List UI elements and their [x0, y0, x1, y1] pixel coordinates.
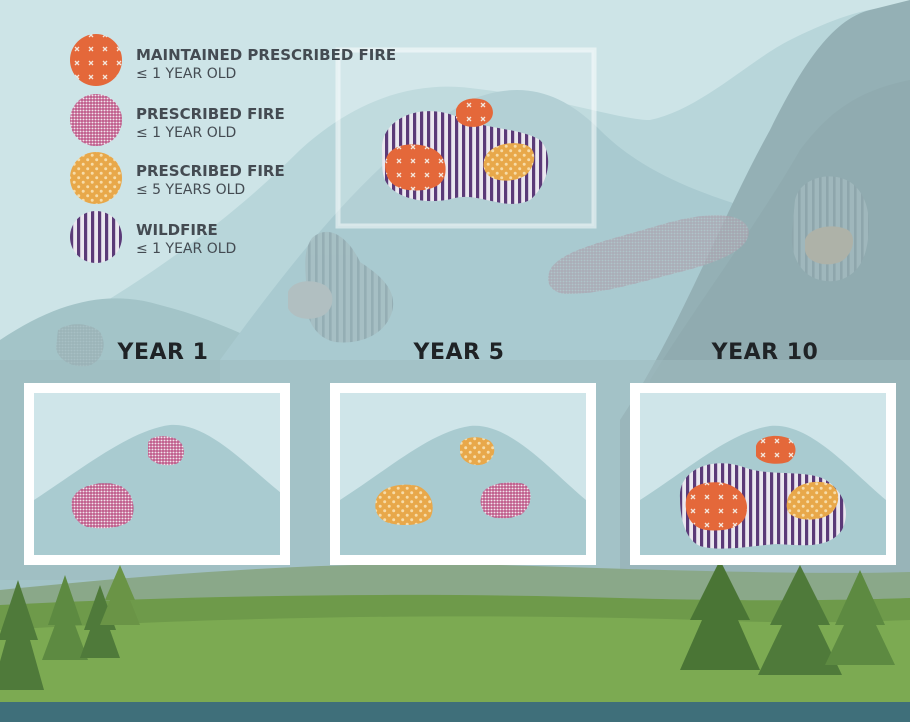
panel-label-year-1: YEAR 1 [117, 340, 209, 365]
legend-age: ≤ 5 YEARS OLD [136, 182, 246, 198]
legend-item-prescribed-fire-1yr: PRESCRIBED FIRE ≤ 1 YEAR OLD [70, 101, 430, 157]
tree [80, 585, 120, 658]
tree [100, 565, 140, 625]
legend-swatches [70, 34, 122, 263]
legend-item-prescribed-fire-5yr: PRESCRIBED FIRE ≤ 5 YEARS OLD [70, 158, 430, 214]
maintained-fire-patch [385, 144, 446, 191]
prescribed-fire-5yr-patch [375, 484, 433, 526]
prescribed-fire-5yr-patch [460, 437, 495, 466]
faded-wildfire-patch [305, 231, 394, 343]
prescribed-fire-1yr-patch [71, 483, 134, 529]
prescribed-fire-5yr-patch [483, 143, 535, 181]
legend-item-wildfire: WILDFIRE ≤ 1 YEAR OLD [70, 217, 430, 273]
panel-year-1 [24, 383, 290, 565]
faded-hatch-patch [548, 215, 749, 295]
forest-trees [0, 560, 895, 690]
legend-swatch-wildfire [70, 211, 122, 263]
legend-swatch-maintained-prescribed-fire [70, 34, 122, 86]
tree [825, 570, 895, 665]
meadow-light [0, 616, 910, 722]
main-burn-mosaic [335, 47, 597, 229]
panel-label-year-10: YEAR 10 [711, 340, 819, 365]
faded-burn-patches [56, 176, 869, 367]
legend-age: ≤ 1 YEAR OLD [136, 125, 237, 141]
legend-title: PRESCRIBED FIRE [136, 162, 285, 180]
prescribed-fire-1yr-patch [480, 482, 531, 519]
panel-label-year-5: YEAR 5 [413, 340, 505, 365]
legend-age: ≤ 1 YEAR OLD [136, 241, 237, 257]
maintained-fire-patch [456, 98, 493, 127]
panel-year-10 [630, 383, 896, 565]
tree [680, 560, 760, 670]
prescribed-fire-5yr-patch [786, 481, 839, 520]
legend-title: PRESCRIBED FIRE [136, 105, 285, 123]
tree [0, 580, 44, 690]
legend-title: MAINTAINED PRESCRIBED FIRE [136, 46, 397, 64]
tree [758, 565, 842, 675]
legend-age: ≤ 1 YEAR OLD [136, 66, 237, 82]
legend-title: WILDFIRE [136, 221, 218, 239]
legend-swatch-prescribed-fire-1yr [70, 94, 122, 146]
tree [42, 575, 88, 660]
legend-swatch-prescribed-fire-5yr [70, 152, 122, 204]
maintained-fire-patch [756, 435, 796, 464]
legend-item-maintained-prescribed-fire: MAINTAINED PRESCRIBED FIRE ≤ 1 YEAR OLD [70, 42, 430, 98]
panel-year-5 [330, 383, 596, 565]
faded-prescribed-patch [288, 281, 333, 319]
faded-prescribed-patch [805, 226, 854, 265]
faded-hatch-patch [56, 324, 104, 367]
prescribed-fire-1yr-patch [148, 436, 184, 466]
river [0, 702, 910, 722]
maintained-fire-patch [685, 482, 748, 531]
